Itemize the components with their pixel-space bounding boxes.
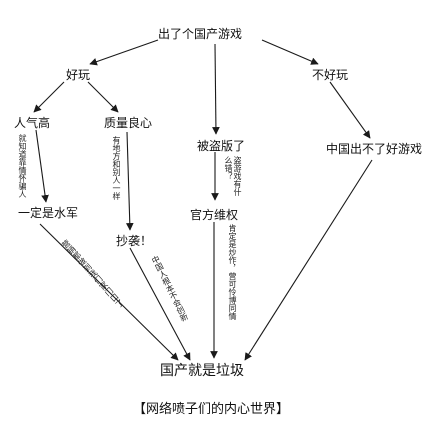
node-pirated: 被盗版了 [197, 139, 246, 153]
arrow-popular-to-water [35, 129, 49, 203]
arrow-quality-to-copy [125, 131, 134, 231]
node-no-good-games: 中国出不了好游戏 [326, 142, 423, 156]
note-pirated-to-rights: 盗游戏有什么错？ [224, 156, 242, 196]
arrow-water-to-end [39, 223, 179, 361]
arrow-root-to-bad [261, 39, 319, 65]
node-rights: 官方维权 [190, 208, 239, 222]
note-popular-to-water: 就知道靠情怀骗人 [18, 134, 27, 198]
node-good: 好玩 [66, 68, 91, 82]
note-rights-to-end: 肯定是炒作，营可怜博同情 [228, 224, 237, 320]
arrow-root-to-good [89, 39, 159, 66]
arrow-cn-to-end [244, 159, 373, 361]
node-water-army: 一定是水军 [18, 206, 79, 220]
arrow-copy-to-end [129, 247, 191, 361]
node-quality: 质量良心 [104, 116, 153, 130]
arrow-bad-to-cn [329, 81, 371, 139]
note-quality-to-copy: 有地方和别人一样 [112, 136, 121, 200]
node-conclusion: 国产就是垃圾 [160, 363, 244, 379]
arrow-good-to-popular [33, 81, 65, 113]
caption: 【网络喷子们的内心世界】 [133, 402, 290, 417]
node-root: 出了个国产游戏 [158, 27, 243, 41]
arrow-good-to-quality [87, 81, 119, 113]
node-bad: 不好玩 [312, 68, 349, 82]
node-plagiarism: 抄袭！ [116, 234, 153, 248]
arrow-root-to-pirated [212, 43, 220, 135]
node-popular: 人气高 [14, 116, 51, 130]
